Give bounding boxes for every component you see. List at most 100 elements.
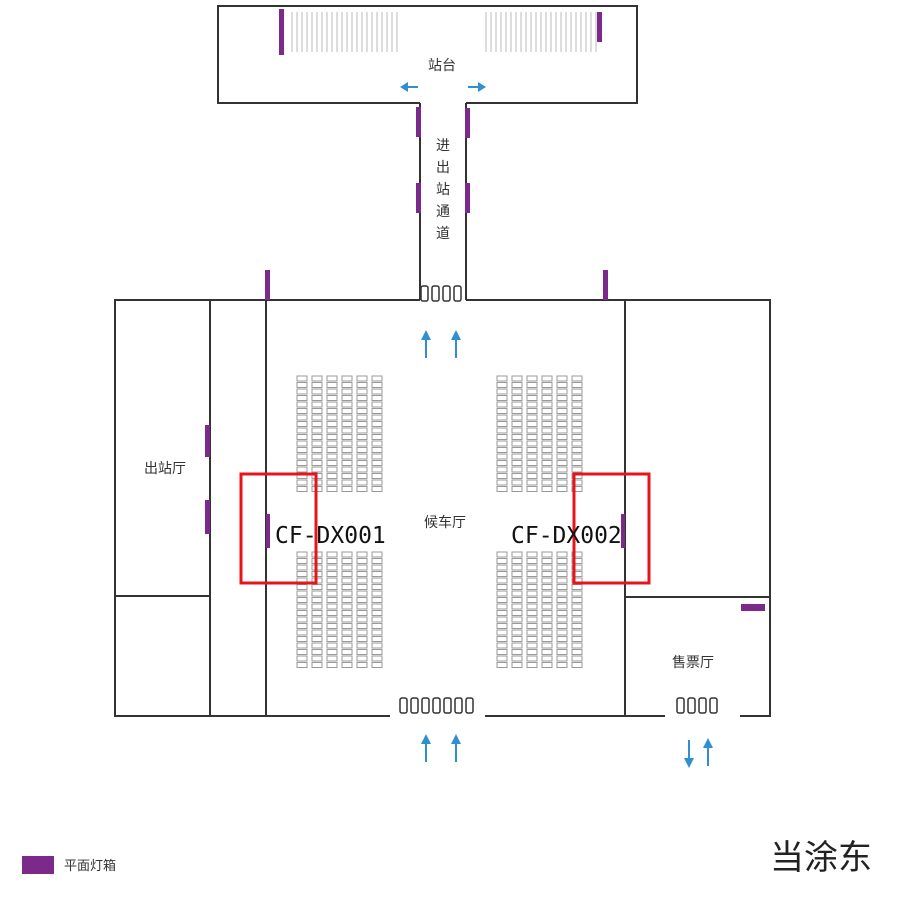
seat <box>371 564 383 571</box>
seat <box>571 375 583 382</box>
seat <box>556 395 568 401</box>
seat <box>556 486 568 492</box>
seat <box>496 571 508 577</box>
seat <box>311 408 323 414</box>
seat <box>541 584 553 590</box>
seat <box>356 414 368 421</box>
seat <box>511 479 523 486</box>
seat <box>356 382 368 388</box>
seat <box>371 636 383 642</box>
seat <box>341 636 353 642</box>
seat <box>571 401 583 408</box>
seat <box>296 571 308 577</box>
seat <box>541 558 553 564</box>
seat <box>326 642 338 649</box>
seat <box>296 466 308 473</box>
seat <box>526 610 538 616</box>
seat <box>511 551 523 558</box>
seat <box>356 584 368 590</box>
seat <box>511 655 523 662</box>
seat <box>556 414 568 421</box>
seat <box>341 388 353 395</box>
seat <box>511 473 523 479</box>
seat <box>356 655 368 662</box>
seat <box>556 375 568 382</box>
seat <box>311 590 323 597</box>
seat <box>571 486 583 492</box>
seat <box>496 577 508 584</box>
platform-stairs <box>291 12 597 52</box>
seat <box>356 375 368 382</box>
passage-label-text: 进出站通道 <box>436 138 450 242</box>
seat <box>541 649 553 655</box>
seat <box>371 421 383 427</box>
seat <box>371 479 383 486</box>
seat <box>341 486 353 492</box>
seat <box>556 623 568 629</box>
seat <box>571 584 583 590</box>
seat <box>296 440 308 447</box>
seat <box>556 401 568 408</box>
passage-label-char: 通 <box>436 204 450 220</box>
seat <box>356 577 368 584</box>
gate <box>421 697 430 714</box>
seat <box>541 375 553 382</box>
ticket-hall-label: 售票厅 <box>672 655 714 671</box>
seat <box>541 408 553 414</box>
seat <box>341 649 353 655</box>
seat <box>496 460 508 466</box>
seat <box>341 642 353 649</box>
flow-arrows <box>421 330 713 768</box>
seat <box>526 623 538 629</box>
ad-code-dx001: CF-DX001 <box>275 523 386 549</box>
seat <box>356 421 368 427</box>
seat <box>496 427 508 434</box>
seat <box>556 466 568 473</box>
seat <box>341 603 353 610</box>
seat <box>341 629 353 636</box>
seat <box>341 597 353 603</box>
seat <box>526 447 538 453</box>
seat <box>296 649 308 655</box>
seat <box>326 453 338 460</box>
seat <box>526 375 538 382</box>
seat <box>356 473 368 479</box>
seat <box>296 408 308 414</box>
seat <box>296 434 308 440</box>
seat <box>371 466 383 473</box>
seat <box>371 577 383 584</box>
seat <box>341 408 353 414</box>
seat <box>356 590 368 597</box>
seat <box>541 551 553 558</box>
seat <box>571 421 583 427</box>
seat <box>326 649 338 655</box>
seat <box>371 610 383 616</box>
seat <box>496 655 508 662</box>
seat <box>311 662 323 668</box>
seat <box>296 655 308 662</box>
seat <box>526 453 538 460</box>
seat <box>326 571 338 577</box>
gate <box>410 697 419 714</box>
ad-spot-dx001[interactable]: CF-DX001 <box>239 472 386 585</box>
seat <box>311 655 323 662</box>
seat <box>511 434 523 440</box>
seat <box>526 558 538 564</box>
seat <box>371 453 383 460</box>
seat <box>326 460 338 466</box>
seat <box>511 610 523 616</box>
seat <box>296 395 308 401</box>
seat <box>556 388 568 395</box>
ad-spot-dx002[interactable]: CF-DX002 <box>511 472 651 585</box>
seat <box>541 479 553 486</box>
seat <box>311 610 323 616</box>
seat <box>371 414 383 421</box>
seat <box>341 571 353 577</box>
seat <box>541 564 553 571</box>
seat <box>296 564 308 571</box>
seat <box>311 616 323 623</box>
seat <box>496 375 508 382</box>
seat <box>556 473 568 479</box>
seat <box>526 584 538 590</box>
seat <box>496 466 508 473</box>
